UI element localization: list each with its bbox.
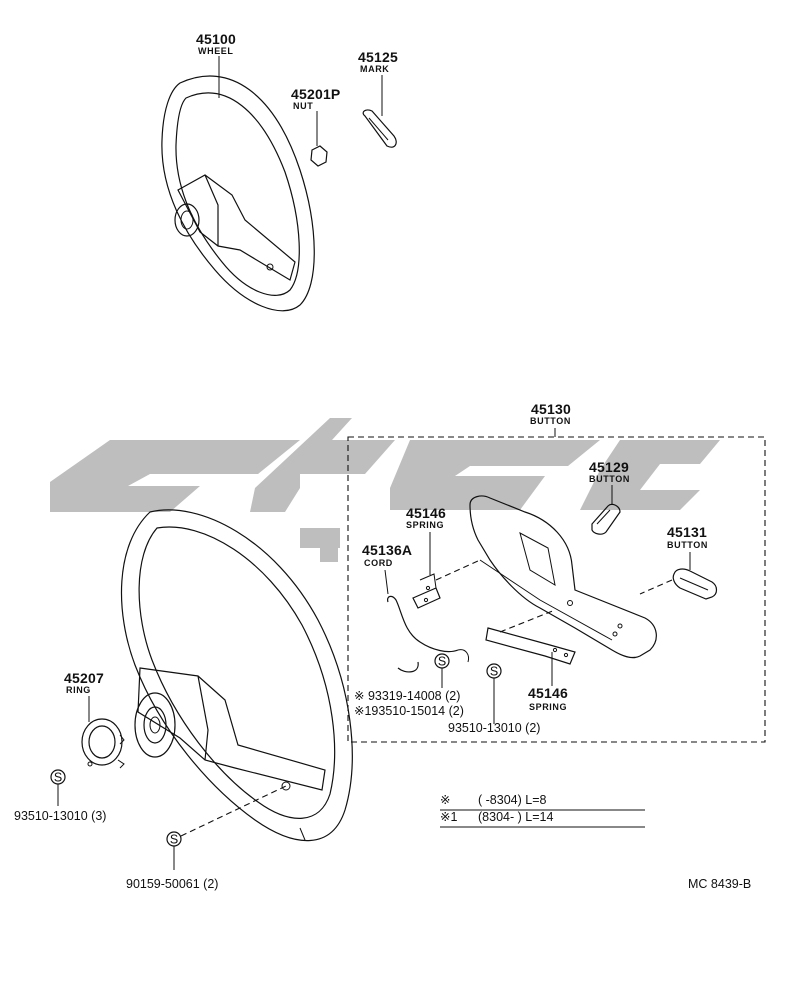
lower-steering-wheel [120, 509, 353, 842]
upper-steering-wheel [161, 75, 315, 312]
catalog-code: MC 8439-B [688, 877, 751, 891]
part-name-mark: MARK [360, 64, 389, 74]
mark-45125-shape [362, 75, 397, 148]
nut-45201P-shape [310, 111, 328, 167]
ring-45207-shape [81, 696, 125, 769]
ref-93510-15014: ※193510-15014 (2) [354, 704, 464, 718]
part-name-ring: RING [66, 685, 91, 695]
part-name-cord: CORD [364, 558, 393, 568]
ref-93319-14008: ※ 93319-14008 (2) [354, 689, 460, 703]
part-name-nut: NUT [293, 101, 313, 111]
cord-shape [384, 569, 469, 673]
ref-93510-13010-2: 93510-13010 (2) [448, 721, 540, 735]
part-name-spring-upper: SPRING [406, 520, 444, 530]
ref-90159-50061: 90159-50061 (2) [126, 877, 218, 891]
note-mark-2: ※1 [440, 810, 457, 824]
part-number-45201P: 45201P [291, 86, 340, 102]
part-number-45125: 45125 [358, 49, 398, 65]
part-number-45100: 45100 [196, 31, 236, 47]
part-name-button-45130: BUTTON [530, 416, 571, 426]
screw-letter-3: S [54, 771, 62, 785]
screw-letter-2: S [490, 665, 498, 679]
spring-lower-shape [485, 609, 576, 686]
part-name-wheel: WHEEL [198, 46, 234, 56]
part-number-45130: 45130 [531, 401, 571, 417]
part-name-spring-lower: SPRING [529, 702, 567, 712]
watermark-logo [50, 418, 720, 562]
part-number-45131: 45131 [667, 524, 707, 540]
note-text-1: ( -8304) L=8 [478, 793, 546, 807]
part-name-button-45129: BUTTON [589, 474, 630, 484]
button-45129-shape [591, 485, 621, 535]
part-number-45207: 45207 [64, 670, 104, 686]
screw-letter-4: S [170, 833, 178, 847]
button-45131-shape [639, 552, 718, 600]
button-pad-shape [469, 495, 657, 659]
note-text-2: (8304- ) L=14 [478, 810, 553, 824]
note-mark-1: ※ [440, 793, 450, 807]
part-number-45146-lower: 45146 [528, 685, 568, 701]
part-number-45136A: 45136A [362, 542, 412, 558]
button-group-box [347, 428, 766, 743]
ref-93510-13010-3: 93510-13010 (3) [14, 809, 106, 823]
screw-letter-1: S [438, 655, 446, 669]
screw-symbols [50, 653, 502, 870]
part-number-45129: 45129 [589, 459, 629, 475]
spring-upper-shape [412, 532, 481, 609]
part-name-button-45131: BUTTON [667, 540, 708, 550]
part-number-45146-upper: 45146 [406, 505, 446, 521]
